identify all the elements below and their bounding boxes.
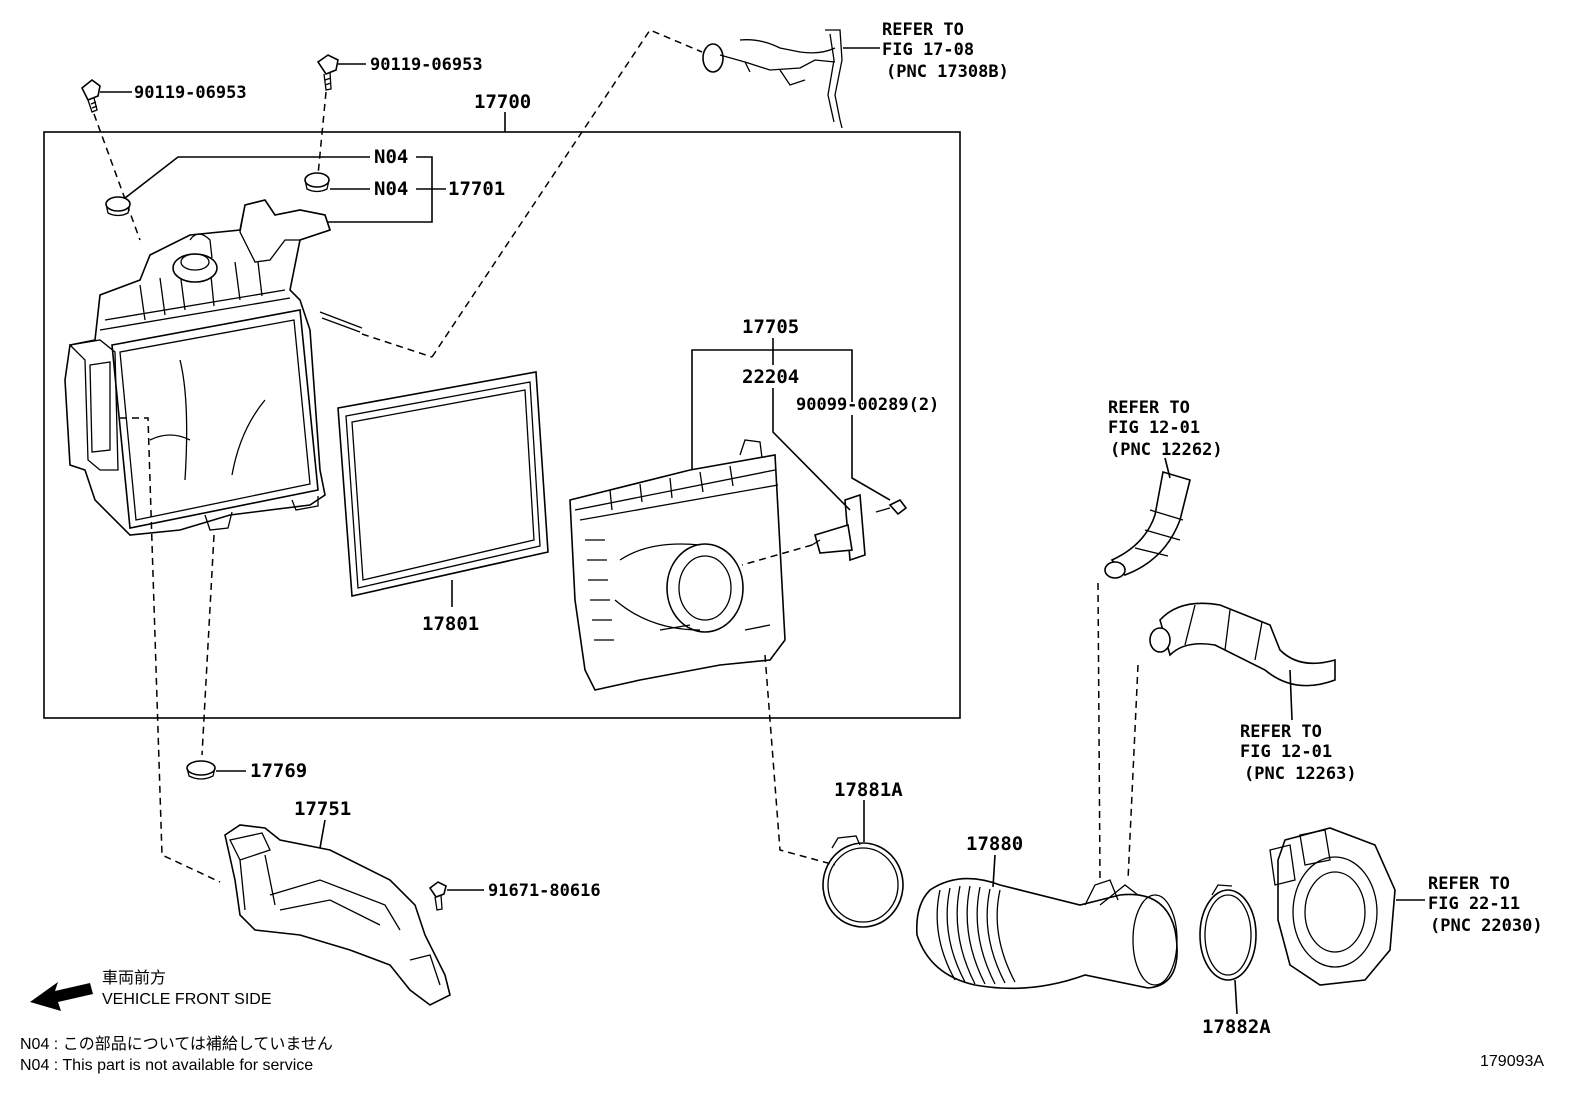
bolt-icon-left <box>80 78 101 113</box>
front-arrow-icon <box>30 982 93 1011</box>
hose-clamp-icon-a <box>822 835 904 928</box>
refer-a-line1: REFER TO <box>882 20 964 40</box>
wire-harness-icon <box>702 29 843 129</box>
front-label-en: VEHICLE FRONT SIDE <box>102 991 272 1008</box>
grommet-icon-n04-left <box>105 196 131 217</box>
refer-b-line2: FIG 12-01 <box>1108 418 1200 438</box>
intake-duct-icon <box>224 824 451 1006</box>
refer-c-line3: (PNC 12263) <box>1244 764 1357 784</box>
label-n04-top: N04 <box>374 146 408 168</box>
label-assy: 17700 <box>474 91 531 113</box>
mass-air-flow-sensor-icon <box>811 493 866 562</box>
air-cleaner-cap-icon <box>569 439 786 691</box>
note-en: N04 : This part is not available for ser… <box>20 1057 313 1074</box>
label-cap: 17705 <box>742 316 799 338</box>
hose-icon-12263 <box>1149 602 1336 687</box>
label-screw: 90099-00289(2) <box>796 395 939 415</box>
hose-clamp-icon-b <box>1199 884 1257 981</box>
grommet-icon-n04-center <box>304 172 330 193</box>
intake-hose-icon <box>915 877 1178 990</box>
refer-a-line3: (PNC 17308B) <box>886 62 1009 82</box>
front-label-jp: 車両前方 <box>102 969 166 987</box>
grommet-icon-17769 <box>186 760 216 780</box>
refer-b-line3: (PNC 12262) <box>1110 440 1223 460</box>
label-bolt-left: 90119-06953 <box>134 83 247 103</box>
note-jp: N04 : この部品については補給していません <box>20 1035 333 1053</box>
label-grommet: 17769 <box>250 760 307 782</box>
refer-c-line2: FIG 12-01 <box>1240 742 1332 762</box>
figure-id: 179093A <box>1480 1053 1544 1070</box>
bolt-icon-center <box>316 54 339 91</box>
label-clamp-b: 17882A <box>1202 1016 1271 1038</box>
refer-d-line1: REFER TO <box>1428 874 1510 894</box>
label-bolt-bottom: 91671-80616 <box>488 881 601 901</box>
bolt-icon-bottom <box>428 881 447 911</box>
filter-element-icon <box>337 371 549 597</box>
air-cleaner-case-icon <box>64 199 363 536</box>
label-n04-middle: N04 <box>374 178 408 200</box>
refer-c-line1: REFER TO <box>1240 722 1322 742</box>
label-duct: 17751 <box>294 798 351 820</box>
label-clamp-a: 17881A <box>834 779 903 801</box>
label-filter: 17801 <box>422 613 479 635</box>
label-bolt-center: 90119-06953 <box>370 55 483 75</box>
refer-d-line2: FIG 22-11 <box>1428 894 1520 914</box>
screw-icon <box>875 498 908 516</box>
label-case: 17701 <box>448 178 505 200</box>
refer-d-line3: (PNC 22030) <box>1430 916 1543 936</box>
label-sensor: 22204 <box>742 366 799 388</box>
refer-a-line2: FIG 17-08 <box>882 40 974 60</box>
hose-icon-12262 <box>1104 470 1191 579</box>
refer-b-line1: REFER TO <box>1108 398 1190 418</box>
label-hose: 17880 <box>966 833 1023 855</box>
throttle-body-icon <box>1269 827 1396 986</box>
assembly-frame <box>43 131 961 719</box>
